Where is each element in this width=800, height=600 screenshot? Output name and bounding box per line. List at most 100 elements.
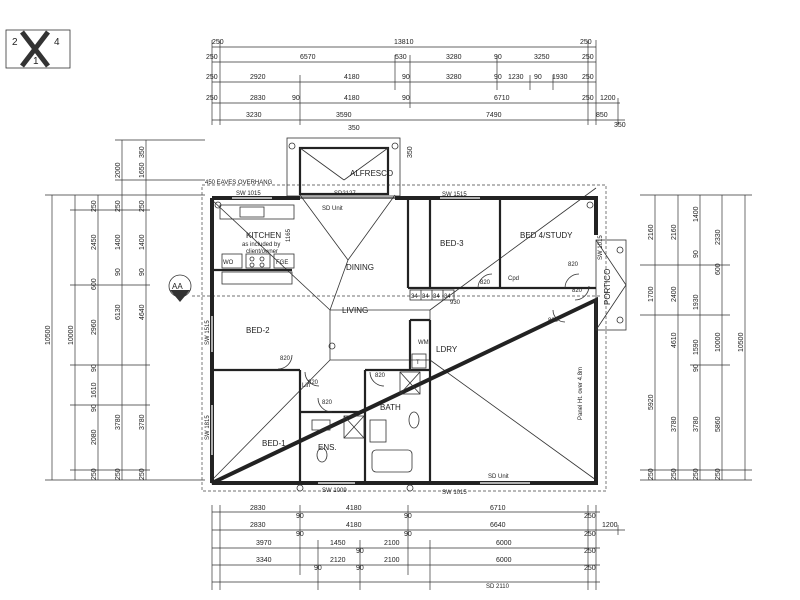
bottom-dim-r2-1: 90	[296, 531, 304, 538]
bottom-dim-r4-4: 2100	[384, 557, 400, 564]
alfresco-side: 350	[407, 146, 414, 158]
bottom-dimension-lines: 2830 90 4180 90 6710 250 2830 90 4180 90…	[211, 505, 625, 590]
bottom-dim-r3-2: 90	[356, 548, 364, 555]
left-dim-c5-6: 250	[139, 468, 146, 480]
top-dimension-lines: 250 13810 250 250 6570 530 3280 90 3250 …	[206, 39, 626, 129]
door-label-entry: 820	[572, 288, 583, 294]
left-dim-c4-4: 90	[115, 268, 122, 276]
bed3-label: BED-3	[440, 239, 464, 248]
bottom-dim-r2-4: 6640	[490, 522, 506, 529]
top-dim-r3-8: 1930	[552, 74, 568, 81]
wo-label: WO	[223, 260, 234, 266]
left-dim-c5-1: 250	[139, 200, 146, 212]
eaves-outline: 450 EAVES OVERHANG	[201, 180, 607, 492]
left-dim-c3-3: 2960	[91, 319, 98, 335]
bed2-label: BED-2	[246, 326, 270, 335]
bottom-dim-r4-2: 2120	[330, 557, 346, 564]
left-dim-c4-1: 1650	[139, 162, 146, 178]
right-dim-c4-0: 2330	[715, 229, 722, 245]
left-dim-c3-0: 250	[91, 200, 98, 212]
label-1165: 1165	[286, 228, 292, 242]
bottom-dim-r2-3: 90	[404, 531, 412, 538]
top-dim-r1-0: 250	[212, 39, 224, 46]
left-dim-c4-0: 2000	[115, 162, 122, 178]
door-label-linen: 820	[308, 380, 319, 386]
left-dim-c4-2: 250	[115, 200, 122, 212]
left-dim-c4-3: 1400	[115, 234, 122, 250]
wm-label: WM	[418, 340, 429, 346]
bottom-dim-r1-2: 4180	[346, 505, 362, 512]
bottom-dim-r2-0: 2830	[250, 522, 266, 529]
top-dim-r3-3: 90	[402, 74, 410, 81]
top-dim-r4-3: 4180	[344, 95, 360, 102]
label-sd2110: SD 2110	[486, 584, 510, 590]
top-dim-r4-0: 250	[206, 95, 218, 102]
top-dim-r3-7: 90	[534, 74, 542, 81]
top-dim-r5-1: 3590	[336, 112, 352, 119]
door-label-bed3: 820	[480, 280, 491, 286]
right-dim-c3-0: 1400	[693, 206, 700, 222]
compass-symbol: 2 4 1	[5, 29, 71, 69]
eaves-note: 450 EAVES OVERHANG	[205, 180, 273, 186]
top-dim-r2-0: 250	[206, 54, 218, 61]
label-sd-unit-top: SD Unit	[322, 206, 343, 212]
right-dim-c1-3: 250	[648, 468, 655, 480]
left-dim-c5-5: 3780	[139, 414, 146, 430]
linen-label: Lin	[302, 383, 310, 389]
top-dim-r5-2: 7490	[486, 112, 502, 119]
kitchen-note2: client/owner	[246, 249, 278, 255]
label-sw1515: SW 1515	[442, 192, 467, 198]
right-dim-outer: 10500	[738, 332, 745, 352]
living-label: LIVING	[342, 306, 368, 315]
window-glazing	[211, 197, 530, 484]
left-dim-c3-7: 2080	[91, 429, 98, 445]
compass-label-2: 2	[12, 37, 18, 48]
label-sw1015-bottom: SW 1015	[442, 490, 467, 496]
top-dim-r4-6: 250	[582, 95, 594, 102]
right-dim-c3-3: 1590	[693, 339, 700, 355]
right-dim-c2-3: 3780	[671, 416, 678, 432]
alfresco: ALFRESCO 350 350 SD2127	[286, 125, 414, 197]
stair-1: 34	[422, 294, 429, 300]
bath-label: BATH	[380, 403, 401, 412]
bottom-dim-r1-3: 90	[404, 513, 412, 520]
right-dim-c4-3: 5860	[715, 416, 722, 432]
window-marks	[211, 197, 530, 484]
door-930: 930	[450, 300, 461, 306]
left-dim-c4-6: 3780	[115, 414, 122, 430]
stair-3: 34	[444, 294, 451, 300]
bottom-dim-r3-3: 2100	[384, 540, 400, 547]
bottom-dim-r3-1: 1450	[330, 540, 346, 547]
kitchen: KITCHEN as included by client/owner WO F…	[219, 191, 343, 285]
top-dim-r5-3: 850	[596, 112, 608, 119]
top-dim-r4-1: 2830	[250, 95, 266, 102]
top-dim-r2-5: 3250	[534, 54, 550, 61]
right-dim-c1-1: 1700	[648, 286, 655, 302]
left-dim-c5-4: 4640	[139, 304, 146, 320]
bottom-dim-r1-0: 2830	[250, 505, 266, 512]
right-dim-c3-5: 3780	[693, 416, 700, 432]
bed4-label: BED 4/STUDY	[520, 231, 573, 240]
kitchen-note1: as included by	[242, 242, 280, 248]
entry-steps: 34 34 34 34 930	[409, 289, 461, 306]
label-sw1815: SW 1815	[205, 415, 211, 440]
left-dim-c5-2: 1400	[139, 234, 146, 250]
bed1-label: BED-1	[262, 439, 286, 448]
bottom-dim-r4-5: 6000	[496, 557, 512, 564]
right-dim-c2-1: 2400	[671, 286, 678, 302]
top-dim-r1-1: 13810	[394, 39, 414, 46]
bottom-dim-r3-0: 3970	[256, 540, 272, 547]
alfresco-label: ALFRESCO	[350, 169, 393, 178]
bottom-dim-r2-6: 1200	[602, 522, 618, 529]
top-dim-r3-6: 1230	[508, 74, 524, 81]
panel-note: Panel Ht. over 4.8m	[578, 367, 584, 420]
top-dim-r4-5: 6710	[494, 95, 510, 102]
top-dim-r4-2: 90	[292, 95, 300, 102]
right-dim-c2-0: 2160	[671, 224, 678, 240]
top-dim-r3-5: 90	[494, 74, 502, 81]
door-swings	[277, 273, 590, 413]
compass-label-4: 4	[54, 37, 60, 48]
bottom-dim-r4-1: 90	[314, 565, 322, 572]
top-dim-r4-4: 90	[402, 95, 410, 102]
left-dim-outer: 10500	[45, 325, 52, 345]
